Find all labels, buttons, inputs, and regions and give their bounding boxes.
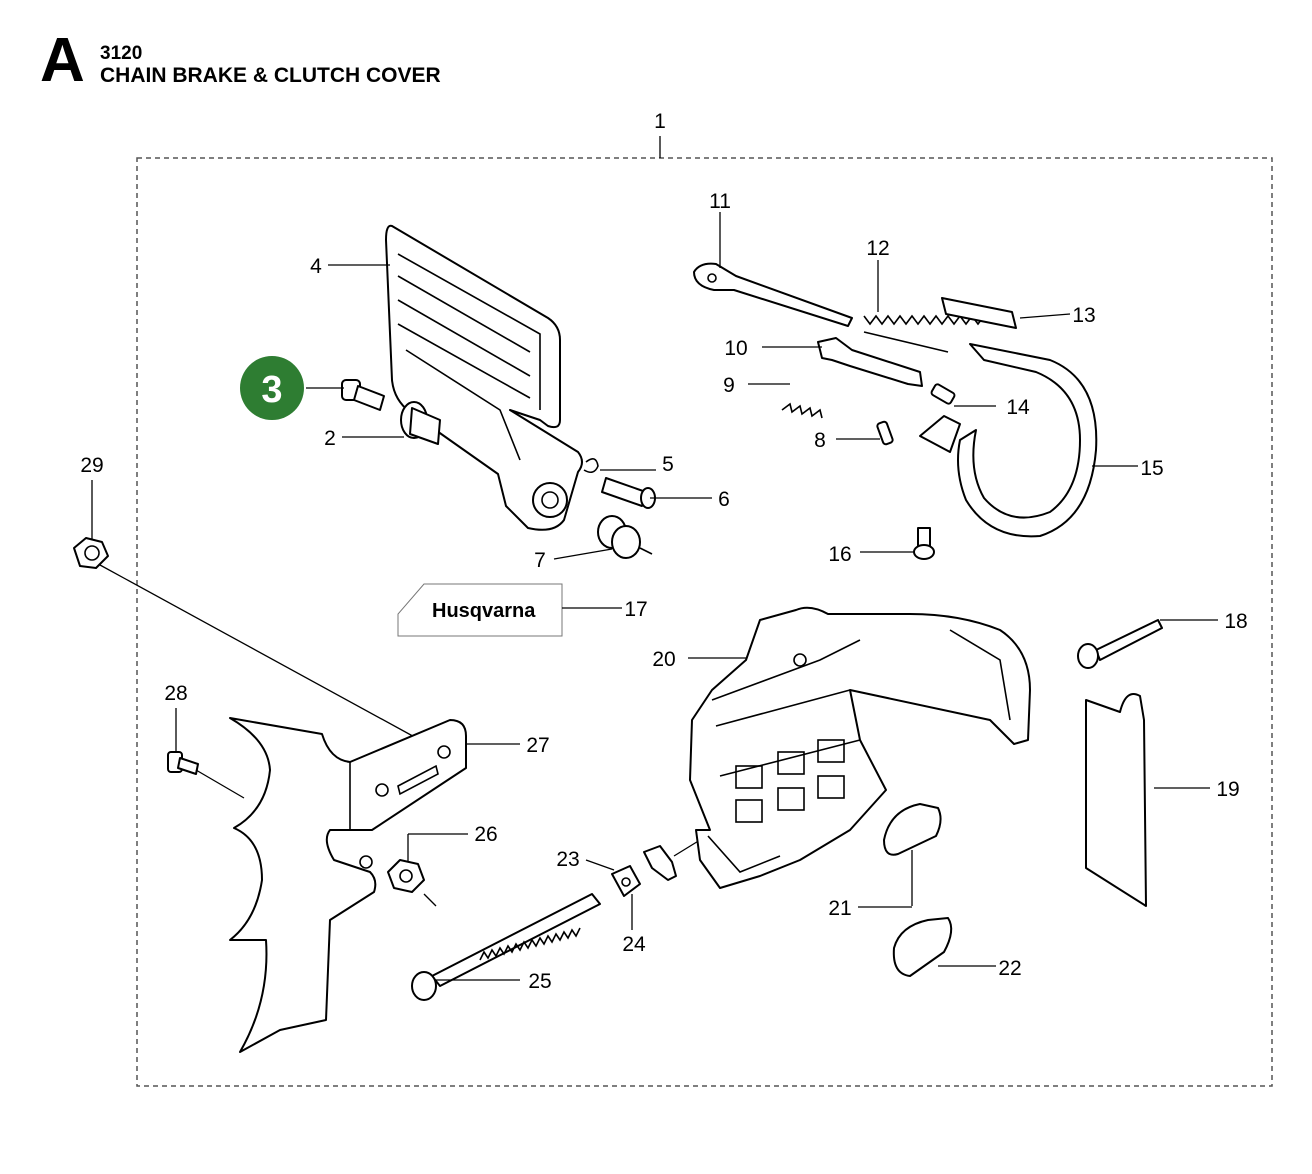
part-19-plate — [1085, 693, 1147, 907]
label-20: 20 — [652, 648, 675, 671]
part-2-sleeve — [400, 401, 441, 445]
part-16-screw — [913, 527, 935, 560]
label-22: 22 — [998, 957, 1021, 980]
label-24: 24 — [622, 933, 646, 956]
label-7: 7 — [534, 549, 546, 572]
part-24-plate — [611, 865, 641, 897]
part-29-nut — [73, 537, 109, 569]
label-1: 1 — [654, 110, 666, 133]
assembly-boundary — [136, 157, 1273, 1087]
part-4-hand-guard — [385, 224, 583, 531]
section-title: CHAIN BRAKE & CLUTCH COVER — [100, 64, 441, 87]
label-10: 10 — [724, 337, 747, 360]
part-15-brake-band — [919, 343, 1098, 538]
part-13-plate — [941, 297, 1017, 329]
label-16: 16 — [828, 543, 851, 566]
label-28: 28 — [164, 682, 187, 705]
leader-lines — [91, 212, 1218, 981]
label-15: 15 — [1140, 457, 1163, 480]
label-29: 29 — [80, 454, 103, 477]
label-26: 26 — [474, 823, 497, 846]
part-18-bolt — [1077, 619, 1163, 669]
part-3-screw — [341, 379, 385, 411]
part-28-screw — [167, 751, 199, 775]
label-11: 11 — [709, 190, 731, 213]
part-20-clutch-cover — [689, 606, 1031, 889]
label-9: 9 — [723, 374, 735, 397]
part-23-pin — [643, 845, 677, 881]
label-2: 2 — [324, 427, 336, 450]
section-letter: A — [40, 26, 85, 95]
part-9-spring — [781, 402, 823, 419]
label-25: 25 — [528, 970, 551, 993]
section-code: 3120 — [100, 43, 143, 64]
label-6: 6 — [718, 488, 730, 511]
part-11-rod — [693, 262, 853, 327]
part-17-decal: Husqvarna — [397, 583, 563, 637]
part-21-cap — [883, 803, 942, 856]
highlight-callout-badge — [240, 356, 304, 420]
part-7-knob — [597, 515, 653, 559]
label-4: 4 — [310, 255, 322, 278]
label-5: 5 — [662, 453, 674, 476]
label-18: 18 — [1224, 610, 1247, 633]
part-25-tension-screw — [411, 893, 601, 1001]
label-19: 19 — [1216, 778, 1239, 801]
highlight-callout-number: 3 — [261, 369, 282, 411]
part-27-bumper-spike — [229, 717, 467, 1053]
part-14-sleeve — [930, 383, 956, 405]
label-23: 23 — [556, 848, 579, 871]
label-14: 14 — [1006, 396, 1030, 419]
part-12-spring — [863, 314, 985, 353]
part-5-ring — [583, 458, 599, 474]
label-27: 27 — [526, 734, 549, 757]
part-6-pin — [601, 477, 656, 509]
label-17: 17 — [624, 598, 647, 621]
label-21: 21 — [828, 897, 851, 920]
label-12: 12 — [866, 237, 889, 260]
label-8: 8 — [814, 429, 826, 452]
decal-brand-text: Husqvarna — [432, 600, 536, 622]
part-26-nut — [387, 859, 425, 893]
part-10-lever — [817, 337, 923, 387]
part-8-pin — [876, 420, 894, 446]
label-13: 13 — [1072, 304, 1095, 327]
part-22-cap — [892, 917, 953, 977]
